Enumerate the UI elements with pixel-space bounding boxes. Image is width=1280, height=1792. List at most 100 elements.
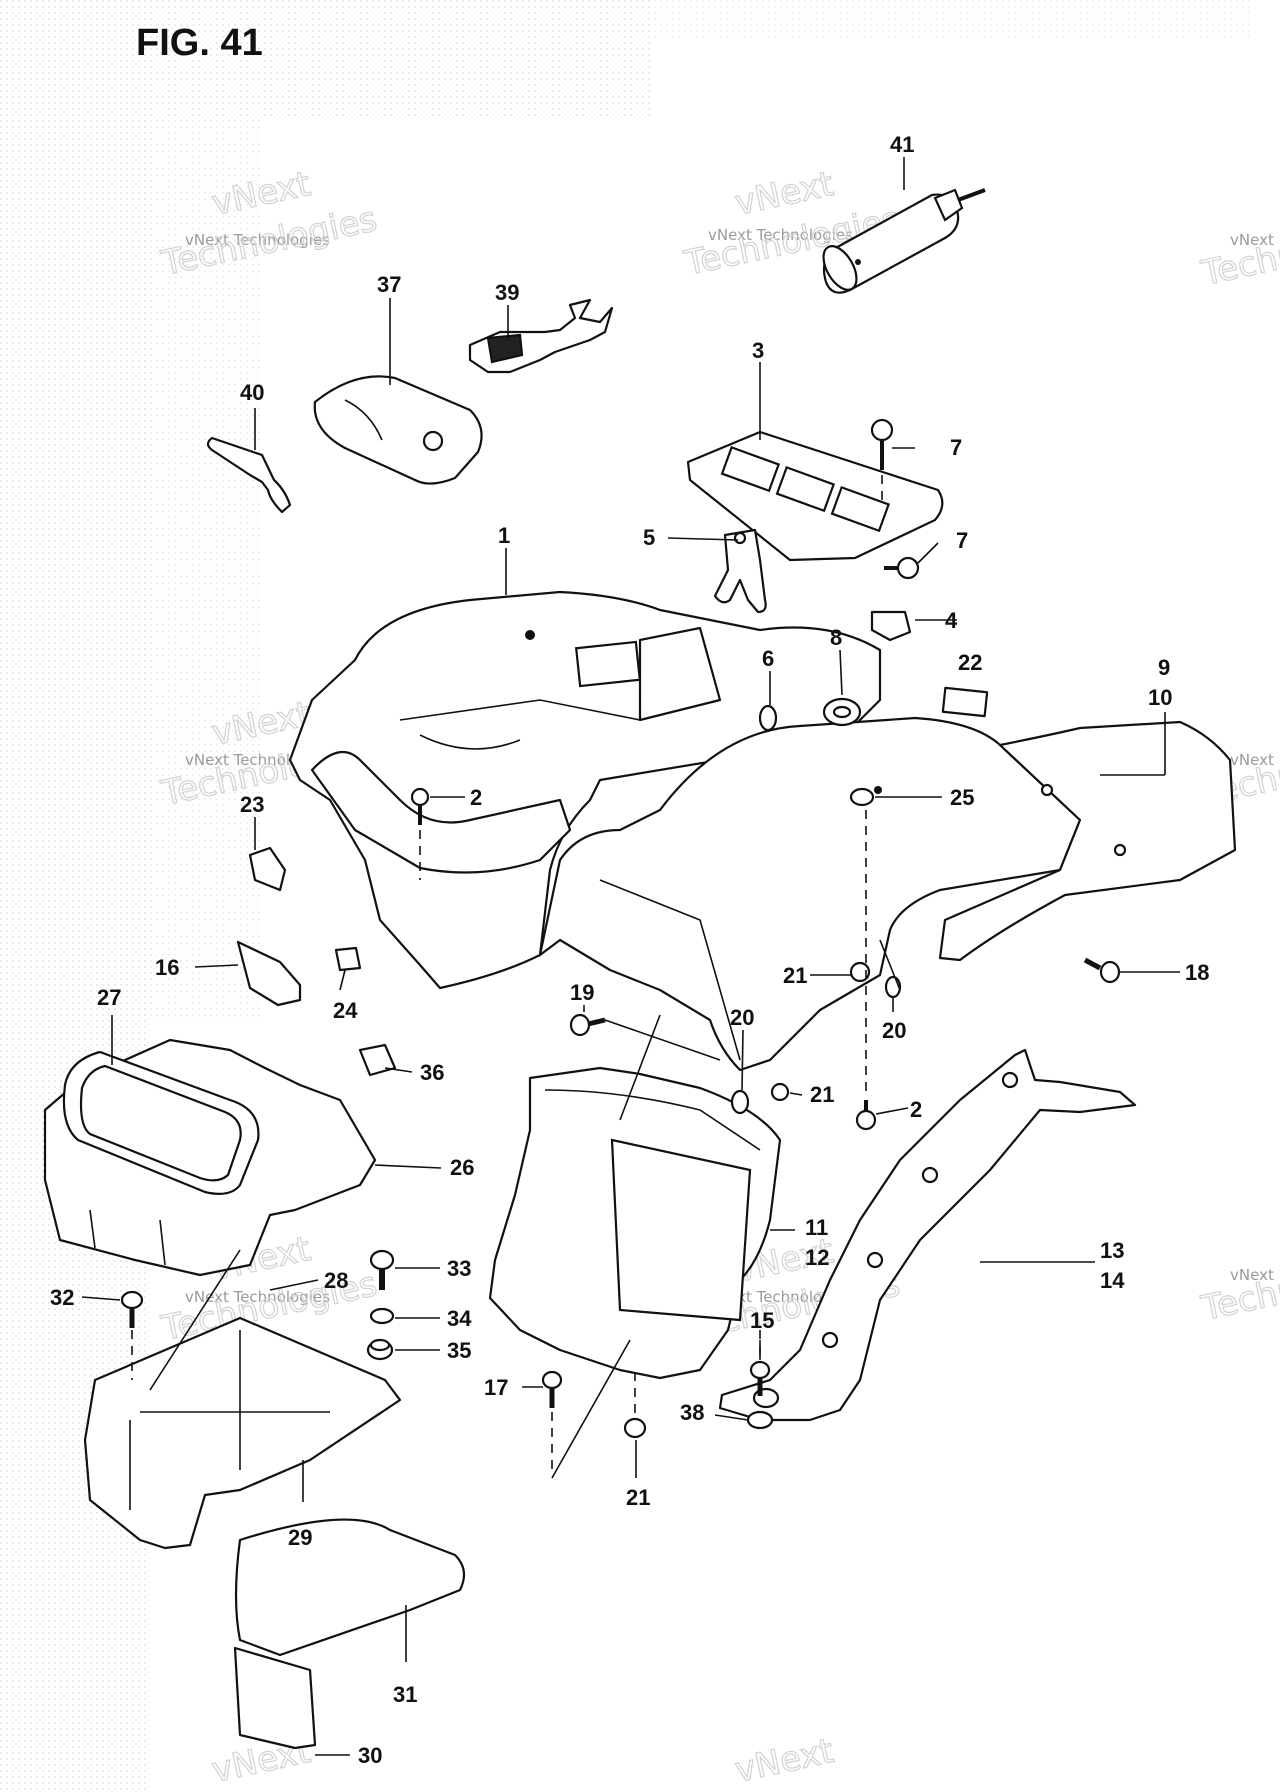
part-8-grommet bbox=[822, 697, 862, 727]
callout-25: 25 bbox=[950, 785, 974, 810]
part-22-block bbox=[941, 686, 989, 718]
part-37-cover bbox=[313, 375, 483, 485]
part-17-bolt bbox=[541, 1370, 563, 1408]
part-16-tab bbox=[236, 940, 302, 1007]
part-21-nut bbox=[623, 1417, 647, 1439]
part-31-cover bbox=[234, 1518, 466, 1657]
callout-7: 7 bbox=[950, 435, 962, 460]
part-29-bracket bbox=[83, 1316, 402, 1550]
callout-26: 26 bbox=[450, 1155, 474, 1180]
callout-18: 18 bbox=[1185, 960, 1209, 985]
callout-9: 9 bbox=[1158, 655, 1170, 680]
part-38-washer bbox=[746, 1410, 774, 1430]
part-13-14-fender-stay bbox=[718, 1048, 1137, 1422]
callout-21: 21 bbox=[783, 963, 807, 988]
callout-10: 10 bbox=[1148, 685, 1172, 710]
callout-1: 1 bbox=[498, 523, 510, 548]
part-7-bolt bbox=[884, 556, 920, 580]
callout-20: 20 bbox=[730, 1005, 754, 1030]
part-21-nut bbox=[849, 961, 871, 983]
part-26-battery-box bbox=[43, 1038, 377, 1277]
watermark-text: Technologies bbox=[1198, 1244, 1280, 1329]
part-23-tab bbox=[248, 846, 287, 892]
part-2-bolt bbox=[410, 787, 430, 825]
callout-17: 17 bbox=[484, 1375, 508, 1400]
callout-8: 8 bbox=[830, 625, 842, 650]
callout-3: 3 bbox=[752, 338, 764, 363]
callout-36: 36 bbox=[420, 1060, 444, 1085]
callout-33: 33 bbox=[447, 1256, 471, 1281]
part-24-pad bbox=[334, 946, 362, 972]
callout-14: 14 bbox=[1100, 1268, 1125, 1293]
callout-32: 32 bbox=[50, 1285, 74, 1310]
part-34-washer bbox=[369, 1307, 395, 1325]
part-18-bolt bbox=[1083, 957, 1121, 984]
part-6-cap bbox=[758, 704, 778, 732]
part-35-grommet bbox=[366, 1338, 394, 1361]
callout-16: 16 bbox=[155, 955, 179, 980]
callout-12: 12 bbox=[805, 1245, 829, 1270]
watermark-text: vNext Technologies bbox=[708, 1288, 853, 1306]
part-41-cylinder bbox=[822, 188, 986, 294]
part-20-washer bbox=[884, 975, 902, 999]
watermark-text: vNext Technologies bbox=[708, 226, 853, 244]
callout-5: 5 bbox=[643, 525, 655, 550]
part-21-nut bbox=[770, 1082, 790, 1102]
assembly-lines bbox=[131, 475, 901, 1479]
leader-lines bbox=[81, 157, 1180, 1756]
callout-27: 27 bbox=[97, 985, 121, 1010]
callout-22: 22 bbox=[958, 650, 982, 675]
part-3-carrier bbox=[686, 430, 944, 562]
callout-2: 2 bbox=[910, 1097, 922, 1122]
part-5-bracket bbox=[713, 528, 767, 614]
part-40-bracket bbox=[206, 436, 292, 514]
figure-title: FIG. 41 bbox=[136, 22, 263, 64]
watermark-text: vNext Technologies bbox=[185, 231, 330, 249]
callout-21: 21 bbox=[810, 1082, 834, 1107]
callout-29: 29 bbox=[288, 1525, 312, 1550]
part-15-bolt bbox=[749, 1360, 771, 1396]
callout-31: 31 bbox=[393, 1682, 417, 1707]
callout-35: 35 bbox=[447, 1338, 471, 1363]
part-11-12-inner-fender bbox=[488, 1066, 782, 1380]
scan-noise-background bbox=[0, 0, 1250, 1792]
callout-4: 4 bbox=[945, 608, 958, 633]
callout-34: 34 bbox=[447, 1306, 472, 1331]
part-19-bolt bbox=[569, 1013, 606, 1037]
part-4-bracket bbox=[870, 610, 912, 642]
callout-39: 39 bbox=[495, 280, 519, 305]
part-30-plate bbox=[233, 1646, 317, 1750]
callout-28: 28 bbox=[324, 1268, 348, 1293]
callout-37: 37 bbox=[377, 272, 401, 297]
part-36-pad bbox=[358, 1043, 397, 1077]
callout-19: 19 bbox=[570, 980, 594, 1005]
callout-38: 38 bbox=[680, 1400, 704, 1425]
watermark-text: vNext bbox=[1230, 751, 1274, 769]
callout-7: 7 bbox=[956, 528, 968, 553]
callout-11: 11 bbox=[805, 1215, 828, 1240]
callout-41: 41 bbox=[890, 132, 914, 157]
callout-23: 23 bbox=[240, 792, 264, 817]
callout-21: 21 bbox=[626, 1485, 650, 1510]
watermark-text: vNext bbox=[1230, 1266, 1274, 1284]
callout-labels: 41 37 39 40 3 7 7 5 4 1 6 8 22 9 10 25 2… bbox=[50, 132, 1209, 1768]
callout-13: 13 bbox=[1100, 1238, 1124, 1263]
part-33-bolt bbox=[369, 1249, 395, 1290]
watermark-text: Technologies bbox=[1198, 209, 1280, 294]
callout-24: 24 bbox=[333, 998, 358, 1023]
callout-6: 6 bbox=[762, 646, 774, 671]
part-2-bolt bbox=[855, 1100, 877, 1131]
watermark-text: vNext bbox=[1230, 231, 1274, 249]
watermark-text: vNext Technologies bbox=[185, 1288, 330, 1306]
callout-15: 15 bbox=[750, 1308, 774, 1333]
callout-2: 2 bbox=[470, 785, 482, 810]
part-39-clip bbox=[468, 298, 614, 374]
part-20-washer bbox=[730, 1089, 750, 1115]
callout-30: 30 bbox=[358, 1743, 382, 1768]
part-25-washer bbox=[849, 787, 875, 807]
callout-40: 40 bbox=[240, 380, 264, 405]
part-1-rear-fender bbox=[288, 590, 1082, 1072]
callout-20: 20 bbox=[882, 1018, 906, 1043]
part-7-bolt bbox=[870, 418, 894, 470]
